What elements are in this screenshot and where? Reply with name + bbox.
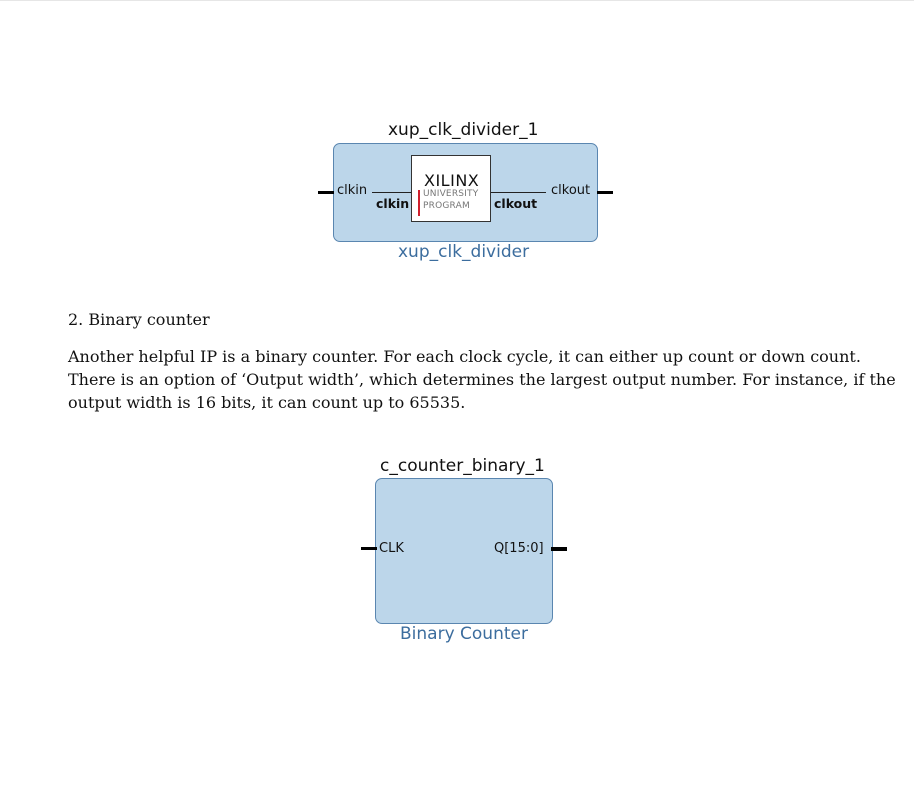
binary-counter-q-pin-label: Q[15:0] — [494, 541, 544, 556]
section-paragraph: Another helpful IP is a binary counter. … — [68, 345, 896, 414]
xilinx-inner-module — [411, 155, 491, 222]
xilinx-university-text: UNIVERSITY — [423, 189, 479, 199]
paragraph-line: Another helpful IP is a binary counter. … — [68, 347, 861, 366]
inner-output-wire — [490, 192, 546, 194]
clk-pin-stub[interactable] — [361, 547, 377, 550]
xilinx-red-bar — [418, 190, 420, 216]
binary-counter-ip-type: Binary Counter — [400, 624, 528, 644]
clk-divider-ip-type: xup_clk_divider — [398, 242, 530, 262]
binary-counter-clk-pin-label: CLK — [379, 541, 404, 556]
clk-divider-clkin-pin-label: clkin — [337, 183, 368, 198]
clk-divider-clkout-pin-label: clkout — [551, 183, 591, 198]
page-top-border — [0, 0, 914, 1]
paragraph-line: There is an option of ‘Output width’, wh… — [68, 370, 896, 389]
xilinx-program-text: PROGRAM — [423, 201, 470, 211]
xilinx-logo-text: XILINX — [424, 171, 480, 190]
binary-counter-instance-name: c_counter_binary_1 — [380, 456, 545, 476]
clkin-pin-stub[interactable] — [318, 191, 334, 194]
inner-clkout-label: clkout — [494, 196, 538, 211]
clk-divider-instance-name: xup_clk_divider_1 — [388, 120, 539, 140]
paragraph-line: output width is 16 bits, it can count up… — [68, 393, 466, 412]
inner-input-wire — [372, 192, 412, 194]
binary-counter-box[interactable] — [375, 478, 553, 624]
inner-clkin-label: clkin — [376, 196, 410, 211]
clkout-pin-stub[interactable] — [597, 191, 613, 194]
section-heading: 2. Binary counter — [68, 310, 210, 329]
q-pin-stub[interactable] — [551, 547, 567, 551]
